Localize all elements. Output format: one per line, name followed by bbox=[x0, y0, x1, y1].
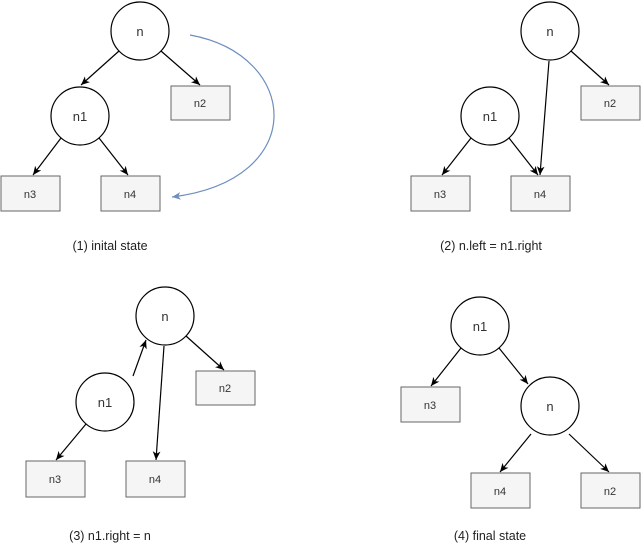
node-n2-label: n2 bbox=[219, 383, 231, 395]
node-n-label: n bbox=[546, 24, 553, 39]
node-n2-label: n2 bbox=[604, 98, 616, 110]
edge-n1-n bbox=[132, 339, 147, 377]
edge-n1-n4 bbox=[508, 137, 539, 176]
node-n1: n1 bbox=[75, 372, 135, 432]
node-n2-label: n2 bbox=[194, 98, 206, 110]
edge-n1-n3 bbox=[430, 347, 462, 387]
node-n1: n1 bbox=[460, 86, 520, 146]
node-n2-label: n2 bbox=[604, 486, 616, 498]
rotation-curve-arrow bbox=[171, 34, 275, 200]
edge-n-n2 bbox=[185, 335, 225, 371]
node-n4-label: n4 bbox=[124, 189, 136, 201]
node-n-label: n bbox=[546, 399, 553, 414]
edge-n-n2 bbox=[570, 50, 610, 86]
edge-n-n2 bbox=[160, 50, 201, 86]
edge-n-n1 bbox=[80, 50, 120, 86]
node-n2: n2 bbox=[580, 472, 641, 509]
panel-final-state: n1 n n3 n4 n2 (4) final state bbox=[400, 296, 641, 543]
node-n3: n3 bbox=[400, 386, 461, 423]
node-n2: n2 bbox=[170, 85, 231, 121]
node-n: n bbox=[110, 1, 170, 61]
edge-n1-n3 bbox=[55, 423, 87, 461]
node-n4-label: n4 bbox=[149, 474, 161, 486]
node-n1: n1 bbox=[450, 296, 510, 356]
node-n4: n4 bbox=[510, 175, 571, 212]
caption-panel-2: (2) n.left = n1.right bbox=[440, 239, 542, 253]
node-n1-label: n1 bbox=[98, 395, 112, 410]
caption-panel-4: (4) final state bbox=[454, 529, 526, 543]
edge-n1-n3 bbox=[32, 137, 62, 176]
node-n4-label: n4 bbox=[494, 486, 506, 498]
panel-n-left-assign: n n1 n2 n3 n4 (2) n.left = n1.right bbox=[410, 1, 641, 253]
node-n4-label: n4 bbox=[534, 189, 546, 201]
node-n4: n4 bbox=[100, 175, 161, 212]
node-n3: n3 bbox=[0, 175, 61, 212]
node-n1-label: n1 bbox=[73, 109, 87, 124]
edge-n1-n4 bbox=[98, 137, 129, 176]
node-n: n bbox=[520, 376, 580, 436]
node-n1: n1 bbox=[50, 86, 110, 146]
edge-n-n4 bbox=[499, 433, 532, 473]
edge-n-n2 bbox=[568, 433, 610, 473]
node-n-label: n bbox=[136, 24, 143, 39]
caption-panel-3: (3) n1.right = n bbox=[69, 529, 151, 543]
node-n3-label: n3 bbox=[434, 189, 446, 201]
node-n: n bbox=[520, 1, 580, 61]
edge-n-n4 bbox=[536, 60, 550, 176]
node-n-label: n bbox=[161, 309, 168, 324]
edge-n1-n3 bbox=[441, 137, 472, 176]
edge-n-n4 bbox=[152, 345, 165, 461]
node-n2: n2 bbox=[580, 85, 641, 121]
panel-n1-right-assign: n n1 n2 n3 n4 (3) n1.right = n bbox=[25, 286, 256, 543]
node-n1-label: n1 bbox=[473, 319, 487, 334]
node-n3: n3 bbox=[25, 460, 86, 498]
node-n: n bbox=[135, 286, 195, 346]
node-n4: n4 bbox=[125, 460, 186, 498]
caption-panel-1: (1) inital state bbox=[72, 239, 147, 253]
node-n2: n2 bbox=[195, 370, 256, 406]
panel-initial-state: n n1 n2 n3 n4 (1) inital state bbox=[0, 1, 275, 253]
node-n3-label: n3 bbox=[24, 189, 36, 201]
node-n1-label: n1 bbox=[483, 109, 497, 124]
node-n3-label: n3 bbox=[424, 400, 436, 412]
node-n3-label: n3 bbox=[49, 474, 61, 486]
edge-n1-n bbox=[498, 347, 529, 385]
node-n3: n3 bbox=[410, 175, 471, 212]
node-n4: n4 bbox=[470, 472, 531, 509]
